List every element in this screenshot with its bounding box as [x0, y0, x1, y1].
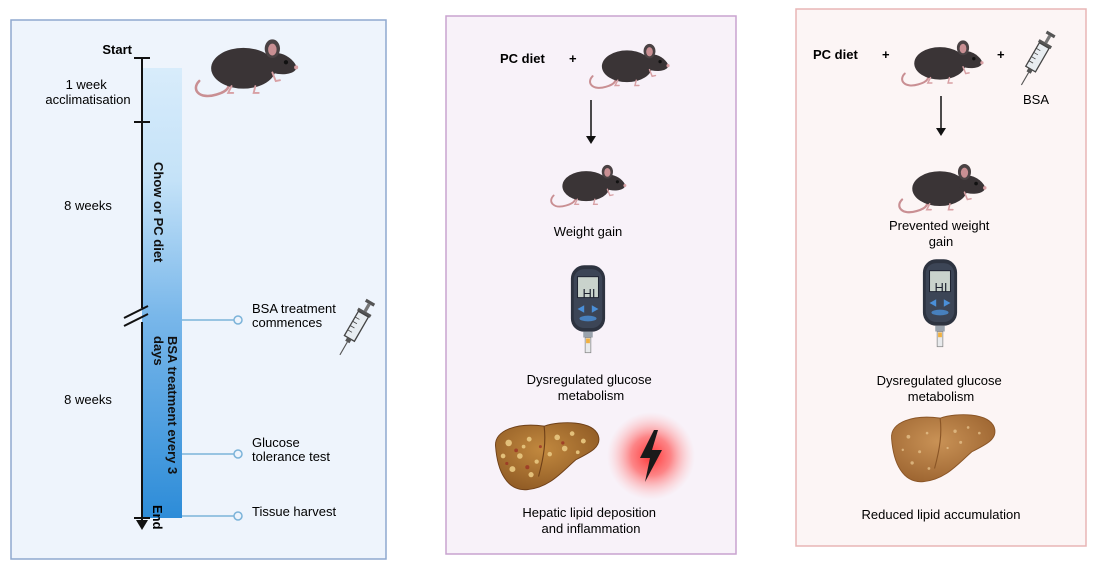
bar-label-diet: Chow or PC diet [151, 162, 166, 263]
event-bsa-line-2: commences [252, 315, 323, 330]
timeline-axis [123, 57, 150, 524]
pc-plus-sign: + [569, 51, 577, 66]
event-glucose-line-1: Glucose [252, 435, 300, 450]
acclimatisation-line-1: 1 week [66, 77, 108, 92]
timeline-arrowhead [136, 520, 148, 530]
glucometer-display: HI [583, 286, 596, 301]
acclimatisation-line-2: acclimatisation [45, 92, 130, 107]
event-bsa-treatment: BSA treatment commences [252, 301, 339, 330]
glucometer-display: HI [935, 280, 948, 295]
timeline-panel [10, 19, 387, 560]
bsa-glucose-outcome: Dysregulated glucose metabolism [877, 373, 1006, 404]
bsa-weight-line-1: Prevented weight [889, 218, 990, 233]
bsa-weight-line-2: gain [929, 234, 954, 249]
phase1-duration: 8 weeks [64, 198, 112, 213]
pc-glucose-line-1: Dysregulated glucose [527, 372, 652, 387]
bsa-plus-sign-1: + [882, 47, 890, 62]
lightning-bolt-icon [640, 430, 662, 482]
down-arrow-icon [936, 128, 946, 136]
event-glucose-line-2: tolerance test [252, 449, 330, 464]
bsa-glucose-line-1: Dysregulated glucose [877, 373, 1002, 388]
bsa-diet-label: PC diet [813, 47, 858, 62]
pc-glucose-outcome: Dysregulated glucose metabolism [527, 372, 656, 403]
pc-liver-outcome: Hepatic lipid deposition and inflammatio… [522, 505, 659, 536]
event-markers [182, 315, 243, 521]
phase2-duration: 8 weeks [64, 392, 112, 407]
bsa-glucose-line-2: metabolism [908, 389, 974, 404]
timeline-end-label: End [150, 505, 165, 530]
bsa-drug-label: BSA [1023, 92, 1049, 107]
acclimatisation-label: 1 week acclimatisation [45, 77, 130, 107]
event-bsa-line-1: BSA treatment [252, 301, 336, 316]
bar-label-treatment-line-2: days [151, 336, 166, 366]
bar-label-treatment-line-1: BSA treatment every 3 [165, 336, 180, 474]
timeline-start-label: Start [102, 42, 132, 57]
treatment-bar [142, 68, 182, 518]
pc-diet-label: PC diet [500, 51, 545, 66]
bsa-weight-outcome: Prevented weight gain [889, 218, 993, 249]
pc-liver-line-1: Hepatic lipid deposition [522, 505, 656, 520]
pc-glucose-line-2: metabolism [558, 388, 624, 403]
pc-liver-line-2: and inflammation [542, 521, 641, 536]
event-tissue-harvest: Tissue harvest [252, 504, 336, 519]
event-glucose-test: Glucose tolerance test [252, 435, 330, 464]
bsa-plus-sign-2: + [997, 47, 1005, 62]
down-arrow-icon [586, 136, 596, 144]
bar-label-treatment: BSA treatment every 3 days [151, 336, 180, 478]
bsa-liver-outcome: Reduced lipid accumulation [862, 507, 1021, 522]
pc-weight-outcome: Weight gain [554, 224, 622, 239]
